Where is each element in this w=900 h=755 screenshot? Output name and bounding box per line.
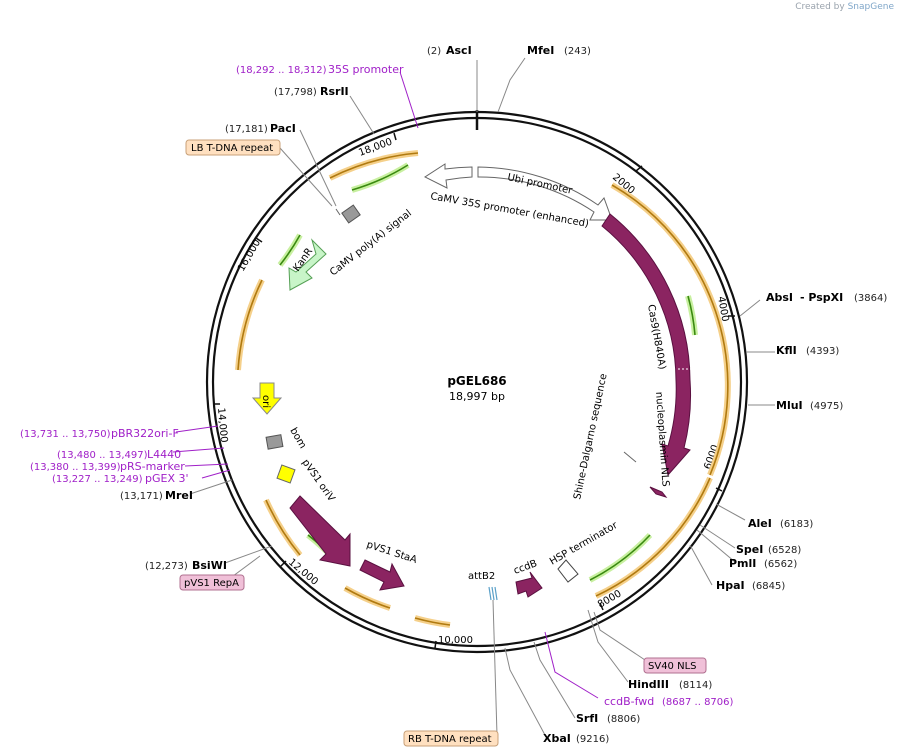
primer-pgex3-range: (13,227 .. 13,249) [52,474,143,485]
site-mfeI-pos: (243) [564,46,591,57]
credit-prefix: Created by [795,2,845,12]
primer-pbr322ori: pBR322ori-F [111,427,179,440]
site-rsrii-pos: (17,798) [274,87,317,98]
primer-ccdb-fwd: ccdB-fwd [604,695,654,708]
snapgene-credit: Created by SnapGene [795,2,894,12]
feature-attb2: attB2 [468,571,495,582]
hsp-terminator-shape [557,559,579,583]
feature-bom: bom [287,426,308,451]
site-mreI-pos: (13,171) [120,491,163,502]
site-mluI: MluI [776,399,803,412]
primer-l4440-range: (13,480 .. 13,497) [57,450,148,461]
primer-pgex3: pGEX 3' [145,472,189,485]
leader-lines [189,57,775,736]
tick-label-16000: 16,000 [236,238,263,274]
pvs1-staa-arrow [359,559,405,591]
restriction-sites: (2) AscI MfeI (243) AbsI - PspXI (3864) … [120,44,887,745]
site-kflI-pos: (4393) [806,346,839,357]
ubi-promoter-arrow [477,166,613,221]
label-rb-tdna-repeat: RB T-DNA repeat [408,734,492,745]
feature-pvs1-staa: pVS1 StaA [365,539,418,566]
feature-camv-35s-enhanced: CaMV 35S promoter (enhanced) [429,191,589,230]
site-pacI: PacI [270,122,296,135]
feature-ori: ori [260,395,271,408]
misc-feature-mark [335,208,341,216]
site-mreI: MreI [165,489,193,502]
site-hpaI: HpaI [716,579,745,592]
pvs1-oriv-arrow [289,495,351,567]
site-srfI: SrfI [576,712,598,725]
site-hindiii-pos: (8114) [679,680,712,691]
site-rsrii: RsrII [320,85,349,98]
site-hindiii: HindIII [628,678,669,691]
primer-leader-lines [172,71,599,699]
boxed-labels: LB T-DNA repeat pVS1 RepA RB T-DNA repea… [179,139,707,747]
primer-l4440: L4440 [147,448,181,461]
label-lb-tdna-repeat: LB T-DNA repeat [191,143,273,154]
site-pmlI-pos: (6562) [764,559,797,570]
ori-arrow [251,382,283,415]
site-absI: AbsI [766,291,793,304]
primer-35s: 35S promoter [328,63,404,76]
site-pspxi-pos: (3864) [854,293,887,304]
site-aleI: AleI [748,517,772,530]
site-mfeI: MfeI [527,44,554,57]
primer-labels: (18,292 .. 18,312) 35S promoter (13,731 … [20,63,734,708]
pvs1-oriv-box [276,464,296,484]
primer-pbr322ori-range: (13,731 .. 13,750) [20,429,111,440]
site-kflI: KflI [776,344,797,357]
feature-ubi-promoter: Ubi promoter [506,172,574,197]
label-pvs1-repa: pVS1 RepA [184,578,239,589]
site-pacI-pos: (17,181) [225,124,268,135]
feature-nucleoplasmin-nls: nucleoplasmin NLS [653,391,671,487]
site-xbaI-pos: (9216) [576,734,609,745]
bom-box [265,434,284,450]
shine-dalgarno-mark [623,451,637,463]
site-mluI-pos: (4975) [810,401,843,412]
site-bsiwi: BsiWI [192,559,227,572]
site-pmlI: PmlI [729,557,756,570]
ccdb-arrow [515,571,543,598]
primer-ccdb-fwd-range: (8687 .. 8706) [662,697,734,708]
plasmid-length: 18,997 bp [449,390,505,403]
attb2-mark [488,586,498,601]
site-speI-pos: (6528) [768,545,801,556]
tick-label-14000: 14,000 [215,407,229,443]
site-pspxi: - PspXI [800,291,843,304]
label-sv40-nls: SV40 NLS [648,661,697,672]
feature-camv-polya: CaMV poly(A) signal [328,208,414,278]
feature-ccdb: ccdB [512,558,539,577]
primer-prs-marker-range: (13,380 .. 13,399) [30,462,121,473]
primer-35s-range: (18,292 .. 18,312) [236,65,327,76]
feature-pvs1-oriv: pVS1 oriV [300,457,337,504]
site-ascI-pos: (2) [427,46,441,57]
repeat-arcs [235,150,731,628]
feature-hsp-terminator: HSP terminator [548,520,620,568]
camv-35s-promoter-arrow [423,163,473,189]
site-aleI-pos: (6183) [780,519,813,530]
site-ascI: AscI [446,44,472,57]
plasmid-name: pGEL686 [447,374,506,388]
camv-polya-box [341,204,361,224]
nucleoplasmin-nls-arrow [649,486,668,498]
site-srfI-pos: (8806) [607,714,640,725]
feature-shine-dalgarno: Shine-Dalgarno sequence [572,373,609,501]
site-bsiwi-pos: (12,273) [145,561,188,572]
kanr-arrow [288,238,327,291]
tick-label-12000: 12,000 [286,557,320,588]
cas9-cds-arrow [601,213,692,477]
credit-brand: SnapGene [847,2,894,12]
site-hpaI-pos: (6845) [752,581,785,592]
tick-marks [213,132,735,649]
tick-label-10000: 10,000 [438,635,473,646]
primer-prs-marker: pRS-marker [120,460,185,473]
site-xbaI: XbaI [543,732,571,745]
site-speI: SpeI [736,543,763,556]
